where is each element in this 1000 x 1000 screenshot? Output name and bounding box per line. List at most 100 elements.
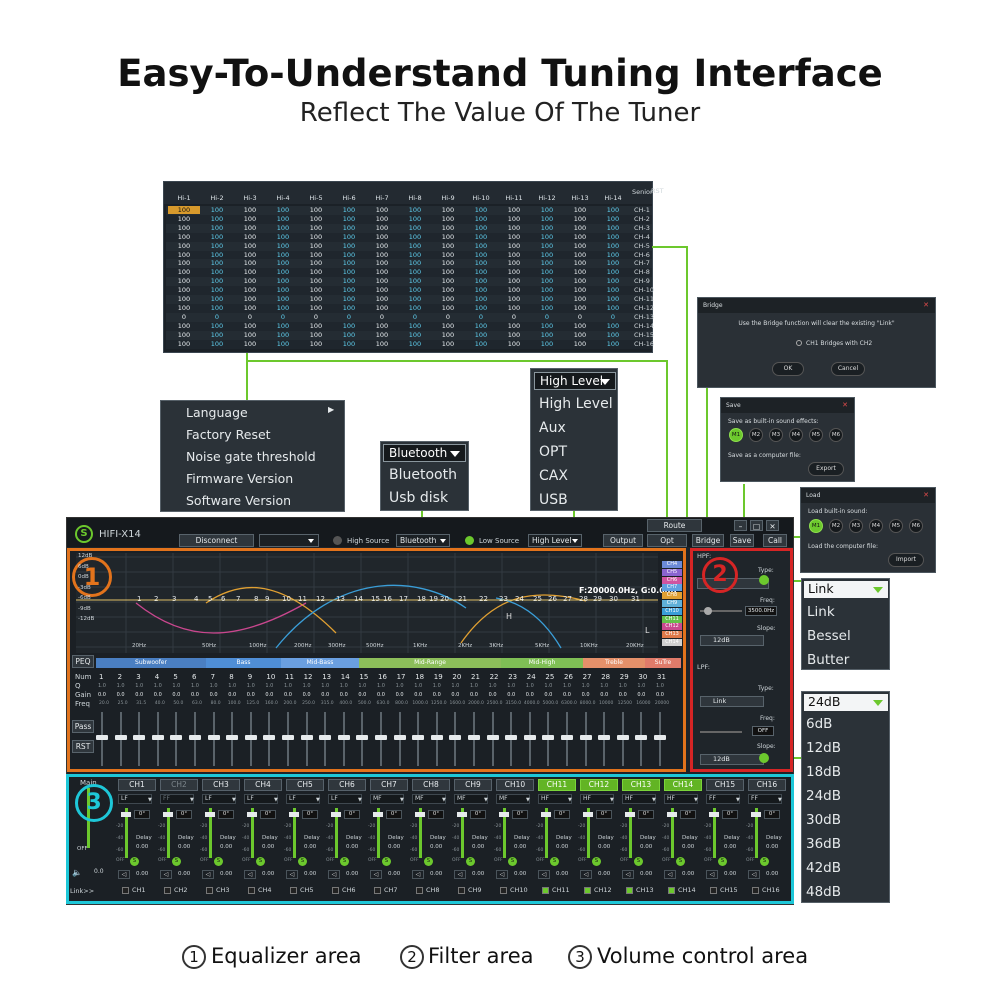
channel-volume-knob[interactable] bbox=[289, 812, 299, 817]
channel-volume-knob[interactable] bbox=[205, 812, 215, 817]
low-source-radio[interactable] bbox=[465, 536, 474, 545]
eq-band-gain[interactable]: 0.0 bbox=[656, 692, 664, 698]
link-checkbox[interactable] bbox=[164, 887, 171, 894]
channel-volume-knob[interactable] bbox=[709, 812, 719, 817]
phase-box[interactable]: 0° bbox=[722, 810, 738, 819]
delay-value[interactable]: 0.00 bbox=[556, 844, 569, 850]
load-slot-m2[interactable]: M2 bbox=[829, 519, 843, 533]
eq-band-q[interactable]: 1.0 bbox=[358, 683, 367, 689]
matrix-cell[interactable]: 100 bbox=[540, 223, 554, 232]
solo-icon[interactable]: S bbox=[592, 857, 601, 866]
eq-band-knob[interactable] bbox=[133, 735, 146, 740]
menu-item-18db[interactable]: 18dB bbox=[806, 764, 842, 780]
eq-point-number[interactable]: 23 bbox=[499, 595, 508, 603]
eq-band-knob[interactable] bbox=[654, 735, 666, 740]
matrix-col-header[interactable]: Hi-12 bbox=[538, 194, 556, 202]
channel-filter-select[interactable]: HF bbox=[538, 794, 572, 804]
eq-band-knob[interactable] bbox=[170, 735, 183, 740]
eq-band-q[interactable]: 1.0 bbox=[656, 683, 664, 689]
matrix-cell[interactable]: 0 bbox=[412, 312, 418, 321]
matrix-cell[interactable]: 100 bbox=[507, 223, 521, 232]
matrix-cell[interactable]: 100 bbox=[507, 206, 521, 214]
delay-value[interactable]: 0.00 bbox=[472, 844, 485, 850]
solo-icon[interactable]: S bbox=[634, 857, 643, 866]
matrix-cell[interactable]: 100 bbox=[540, 232, 554, 241]
matrix-cell[interactable]: 100 bbox=[276, 321, 290, 330]
matrix-cell[interactable]: 100 bbox=[474, 250, 488, 259]
link-checkbox[interactable] bbox=[416, 887, 423, 894]
solo-icon[interactable]: S bbox=[214, 857, 223, 866]
channel-volume-knob[interactable] bbox=[415, 812, 425, 817]
eq-band-gain[interactable]: 0.0 bbox=[414, 692, 423, 698]
eq-point-number[interactable]: 9 bbox=[265, 595, 270, 603]
matrix-cell[interactable]: 100 bbox=[243, 277, 257, 286]
eq-band-freq[interactable]: 8000.0 bbox=[579, 701, 596, 706]
phase-box[interactable]: 0° bbox=[302, 810, 318, 819]
eq-point-number[interactable]: 25 bbox=[533, 595, 542, 603]
channel-filter-select[interactable]: MF bbox=[496, 794, 530, 804]
channel-volume-slider[interactable] bbox=[587, 808, 590, 858]
channel-button[interactable]: CH16 bbox=[748, 779, 786, 791]
menu-item-36db[interactable]: 36dB bbox=[806, 836, 842, 852]
menu-item-12db[interactable]: 12dB bbox=[806, 740, 842, 756]
eq-band-gain[interactable]: 0.0 bbox=[432, 692, 441, 698]
save-button[interactable]: Save bbox=[730, 534, 754, 547]
matrix-cell[interactable]: 100 bbox=[243, 268, 257, 277]
master-speaker-icon[interactable]: 🔈 bbox=[72, 868, 82, 877]
matrix-cell[interactable]: 100 bbox=[177, 321, 191, 330]
speaker-icon[interactable]: ◁ bbox=[370, 870, 382, 879]
matrix-cell[interactable]: 100 bbox=[441, 295, 455, 303]
menu-item-factory-reset[interactable]: Factory Reset bbox=[186, 427, 271, 442]
matrix-cell[interactable]: 100 bbox=[276, 330, 290, 339]
matrix-cell[interactable]: 100 bbox=[276, 250, 290, 259]
matrix-cell[interactable]: 0 bbox=[181, 312, 187, 321]
pass-button[interactable]: Pass bbox=[72, 720, 94, 733]
matrix-cell[interactable]: 100 bbox=[573, 259, 587, 268]
matrix-cell[interactable]: 100 bbox=[474, 286, 488, 295]
menu-item-language[interactable]: Language bbox=[186, 405, 248, 420]
matrix-cell[interactable]: 100 bbox=[408, 223, 422, 232]
matrix-cell[interactable]: 100 bbox=[375, 223, 389, 232]
matrix-cell[interactable]: 100 bbox=[342, 223, 356, 232]
eq-band-q[interactable]: 1.0 bbox=[581, 683, 590, 689]
solo-icon[interactable]: S bbox=[760, 857, 769, 866]
channel-button[interactable]: CH14 bbox=[664, 779, 702, 791]
eq-band-knob[interactable] bbox=[96, 735, 108, 740]
matrix-cell[interactable]: 100 bbox=[540, 339, 554, 348]
channel-volume-slider[interactable] bbox=[125, 808, 128, 858]
matrix-cell[interactable]: 100 bbox=[606, 295, 620, 303]
matrix-cell[interactable]: 100 bbox=[210, 250, 224, 259]
matrix-cell[interactable]: 100 bbox=[177, 232, 191, 241]
eq-band-gain[interactable]: 0.0 bbox=[470, 692, 478, 698]
matrix-cell[interactable]: 100 bbox=[375, 250, 389, 259]
matrix-cell[interactable]: 100 bbox=[441, 232, 455, 241]
menu-item-software-version[interactable]: Software Version bbox=[186, 493, 292, 508]
high-source-radio[interactable] bbox=[333, 536, 342, 545]
matrix-cell[interactable]: 100 bbox=[573, 339, 587, 348]
matrix-cell[interactable]: 100 bbox=[441, 241, 455, 250]
matrix-cell[interactable]: 100 bbox=[375, 259, 389, 268]
matrix-cell[interactable]: 100 bbox=[243, 295, 257, 303]
matrix-col-header[interactable]: Hi-1 bbox=[177, 194, 191, 202]
delay-value[interactable]: 0.00 bbox=[514, 844, 527, 850]
eq-band-q[interactable]: 1.0 bbox=[470, 683, 478, 689]
eq-band-gain[interactable]: 0.0 bbox=[377, 692, 385, 698]
channel-button[interactable]: CH9 bbox=[454, 779, 492, 791]
matrix-cell[interactable]: 100 bbox=[309, 214, 323, 223]
matrix-cell[interactable]: 100 bbox=[309, 321, 323, 330]
eq-band-knob[interactable] bbox=[151, 735, 164, 740]
matrix-cell[interactable]: 100 bbox=[408, 321, 422, 330]
matrix-cell[interactable]: 0 bbox=[544, 312, 550, 321]
menu-item-6db[interactable]: 6dB bbox=[806, 716, 833, 732]
eq-band-gain[interactable]: 0.0 bbox=[507, 692, 516, 698]
matrix-rst-button[interactable]: RST bbox=[651, 187, 664, 195]
matrix-cell[interactable]: 100 bbox=[573, 277, 587, 286]
matrix-cell[interactable]: 100 bbox=[342, 277, 356, 286]
matrix-cell[interactable]: 100 bbox=[441, 303, 455, 312]
menu-item-48db[interactable]: 48dB bbox=[806, 884, 842, 900]
speaker-icon[interactable]: ◁ bbox=[454, 870, 466, 879]
eq-band-q[interactable]: 1.0 bbox=[265, 683, 274, 689]
matrix-cell[interactable]: 100 bbox=[243, 250, 257, 259]
matrix-cell[interactable]: 100 bbox=[342, 286, 356, 295]
matrix-cell[interactable]: 100 bbox=[507, 232, 521, 241]
